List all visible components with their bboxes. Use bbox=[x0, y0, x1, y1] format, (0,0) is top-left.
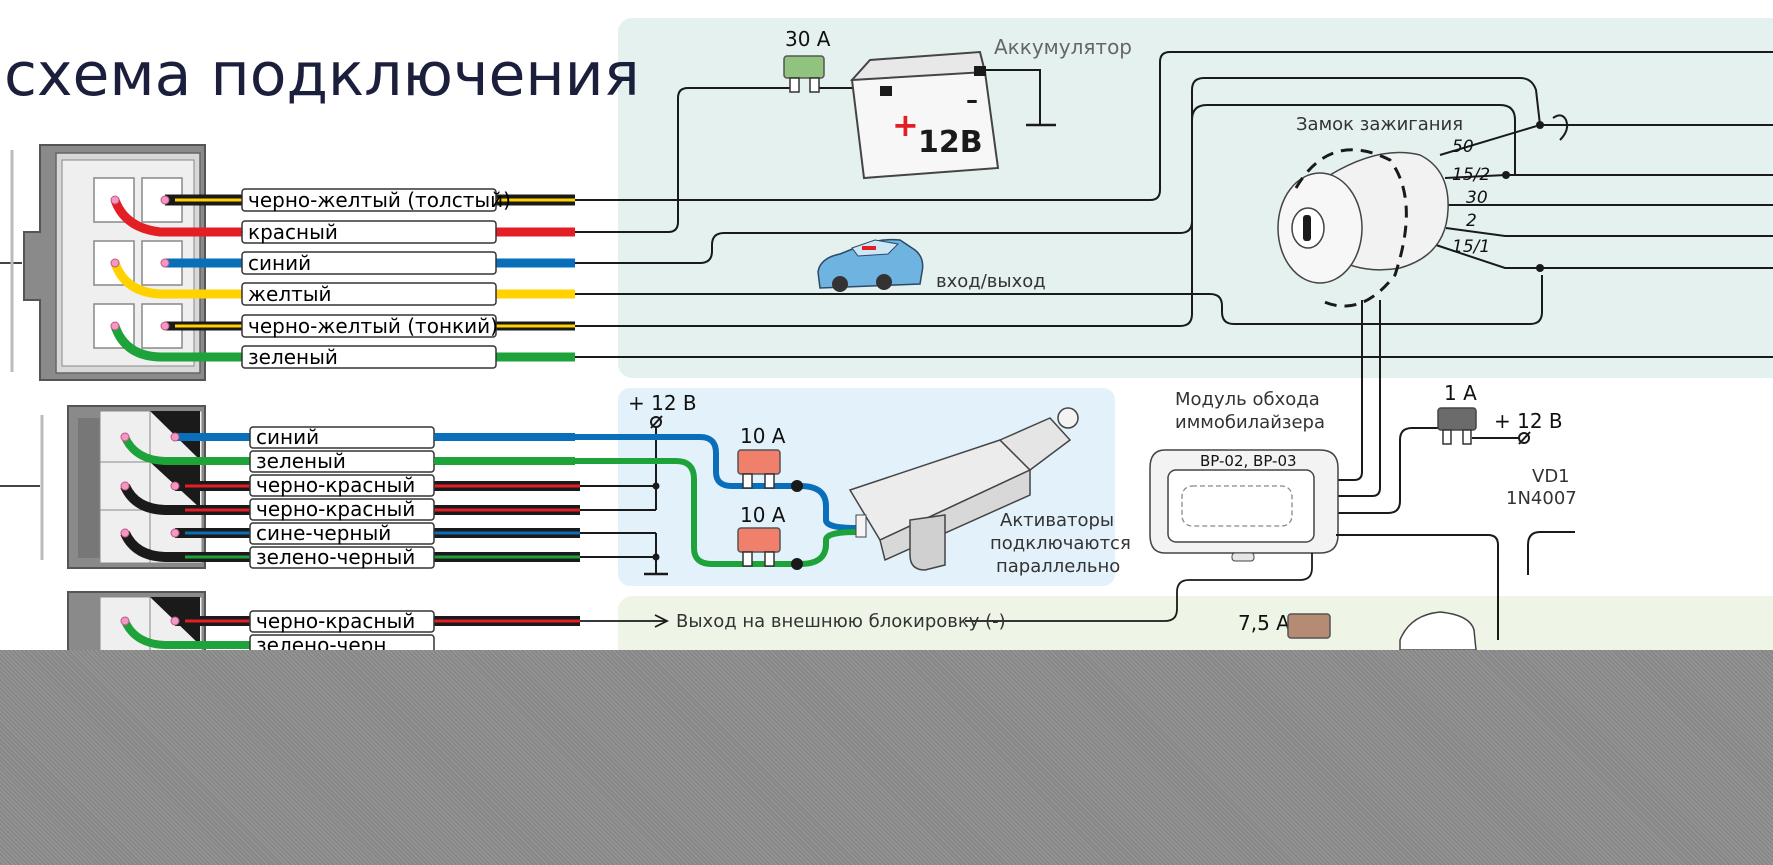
wire-label: красный bbox=[248, 220, 338, 244]
door-actuator-icon bbox=[848, 407, 1079, 571]
page-title: схема подключения bbox=[4, 40, 640, 110]
connector-3-labels: черно-красный зелено-черн bbox=[249, 609, 435, 657]
wire-label: зеленый bbox=[248, 345, 338, 369]
immobilizer-model: BP-02, BP-03 bbox=[1200, 452, 1297, 470]
battery-minus-sign: – bbox=[966, 86, 978, 114]
actuator-note-line2: подключаются bbox=[990, 533, 1131, 554]
battery-label: Аккумулятор bbox=[994, 35, 1132, 59]
ignition-pin-50: 50 bbox=[1452, 137, 1474, 157]
battery-plus-sign: + bbox=[892, 106, 919, 144]
wire-label: синий bbox=[248, 251, 311, 275]
car-icon bbox=[817, 238, 924, 292]
ignition-lock-icon bbox=[1277, 148, 1449, 308]
battery-icon: + – 12В bbox=[849, 50, 1000, 180]
right-fuse-label: 1 А bbox=[1444, 381, 1477, 405]
right-fuse bbox=[1437, 407, 1531, 445]
car-label: вход/выход bbox=[936, 271, 1046, 292]
wire-label: черно-красный bbox=[256, 609, 415, 633]
wire-label: зеленый bbox=[256, 449, 346, 473]
wire-label: желтый bbox=[248, 282, 332, 306]
immobilizer-module-icon bbox=[1149, 449, 1339, 562]
actuator-fuse-bottom-label: 10 А bbox=[740, 503, 786, 527]
lamp-fuse-label: 7,5 А bbox=[1238, 611, 1290, 635]
wire-label: черно-желтый (толстый) bbox=[248, 188, 511, 212]
actuator-note-line3: параллельно bbox=[996, 556, 1120, 577]
connector-2-labels: синий зеленый черно-красный черно-красны… bbox=[249, 425, 435, 569]
lamp-fuse bbox=[1287, 613, 1331, 639]
diode-type: 1N4007 bbox=[1506, 488, 1577, 509]
lamp-wiring bbox=[1336, 531, 1575, 640]
wire-label: черно-желтый (тонкий) bbox=[248, 314, 498, 338]
actuator-wiring bbox=[434, 415, 857, 576]
ignition-label: Замок зажигания bbox=[1296, 114, 1463, 135]
ignition-wiring bbox=[575, 51, 1773, 514]
battery-voltage: 12В bbox=[918, 125, 983, 160]
right-supply-label: + 12 В bbox=[1494, 409, 1563, 433]
connector-1-labels: черно-желтый (толстый) красный синий жел… bbox=[241, 188, 511, 369]
ignition-pin-2: 2 bbox=[1466, 211, 1477, 231]
immobilizer-title-line2: иммобилайзера bbox=[1175, 412, 1325, 433]
actuator-supply-label: + 12 В bbox=[628, 391, 697, 415]
actuator-note-line1: Активаторы bbox=[1000, 510, 1114, 531]
actuator-fuse-bottom bbox=[737, 527, 781, 567]
ignition-pin-30: 30 bbox=[1466, 188, 1488, 208]
obscured-region bbox=[0, 650, 1773, 865]
actuator-fuse-top-label: 10 А bbox=[740, 424, 786, 448]
battery-fuse-label: 30 А bbox=[785, 27, 831, 51]
wire-label: черно-красный bbox=[256, 497, 415, 521]
ignition-pin-15-1: 15/1 bbox=[1452, 237, 1490, 257]
wire-label: сине-черный bbox=[256, 521, 391, 545]
wire-label: черно-красный bbox=[256, 473, 415, 497]
immobilizer-title-line1: Модуль обхода bbox=[1175, 389, 1320, 410]
external-block-label: Выход на внешнюю блокировку (-) bbox=[676, 611, 1006, 632]
external-block-arrow bbox=[580, 553, 1313, 628]
ignition-pin-15-2: 15/2 bbox=[1452, 165, 1490, 185]
lamp-bulb-icon bbox=[1399, 611, 1477, 651]
wire-label: зелено-черный bbox=[256, 545, 415, 569]
diode-name: VD1 bbox=[1532, 466, 1570, 487]
actuator-fuse-top bbox=[737, 449, 781, 489]
battery-fuse bbox=[783, 55, 825, 93]
wire-label: синий bbox=[256, 425, 319, 449]
